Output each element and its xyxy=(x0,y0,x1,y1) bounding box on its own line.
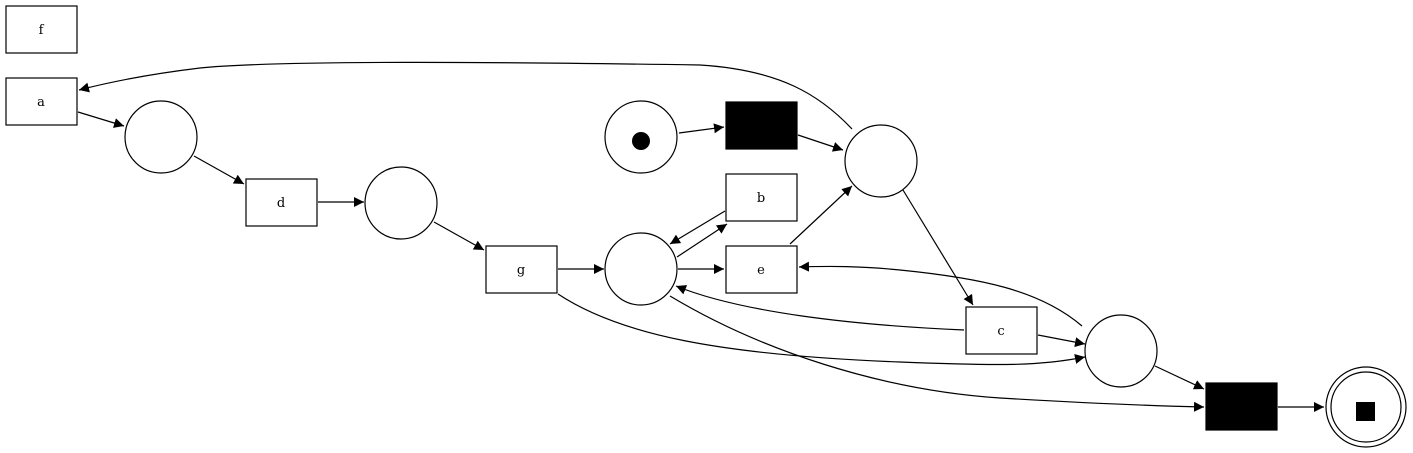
transition-a[interactable]: a xyxy=(5,77,78,126)
place-sink[interactable] xyxy=(1325,366,1407,448)
transition-a-label: a xyxy=(37,95,45,110)
silent-transition-start[interactable] xyxy=(725,101,798,150)
token-icon xyxy=(632,132,650,150)
transition-e[interactable]: e xyxy=(725,245,798,294)
arc-p4-c xyxy=(902,189,974,306)
transition-g[interactable]: g xyxy=(485,245,558,294)
arc-b-p3 xyxy=(669,210,726,245)
silent-transition-end[interactable] xyxy=(1205,382,1278,431)
arc-g-p5 xyxy=(557,293,1086,366)
arc-p2-g xyxy=(433,221,485,251)
place-p4[interactable] xyxy=(844,124,918,198)
place-p3[interactable] xyxy=(604,232,678,306)
place-source[interactable] xyxy=(604,100,678,174)
arc-tau-start-p4 xyxy=(797,134,844,152)
arc-p3-b xyxy=(676,223,728,258)
arc-source-tau-start xyxy=(678,123,725,134)
arc-p5-e xyxy=(798,261,1083,327)
transition-c-label: c xyxy=(997,324,1004,339)
place-p1[interactable] xyxy=(124,100,198,174)
transition-e-label: e xyxy=(757,263,765,278)
arc-p4-a xyxy=(78,61,853,130)
arc-p5-tau-end xyxy=(1154,365,1205,390)
transition-f-label: f xyxy=(39,23,45,38)
transition-b[interactable]: b xyxy=(725,173,798,222)
transition-b-label: b xyxy=(757,191,765,206)
arc-a-p1 xyxy=(77,111,125,128)
transition-d[interactable]: d xyxy=(245,178,318,227)
transition-g-label: g xyxy=(517,263,525,278)
arc-p3-tau-end xyxy=(669,295,1205,412)
arc-c-p5 xyxy=(1037,334,1086,348)
arc-e-p4 xyxy=(789,185,853,245)
transition-f[interactable]: f xyxy=(5,5,78,54)
place-p5[interactable] xyxy=(1084,314,1158,388)
place-p2[interactable] xyxy=(364,166,438,240)
arc-p1-d xyxy=(193,155,245,185)
final-marking-icon xyxy=(1356,402,1375,421)
arc-c-p3 xyxy=(675,285,965,331)
transition-d-label: d xyxy=(277,196,285,211)
transition-c[interactable]: c xyxy=(965,306,1038,355)
